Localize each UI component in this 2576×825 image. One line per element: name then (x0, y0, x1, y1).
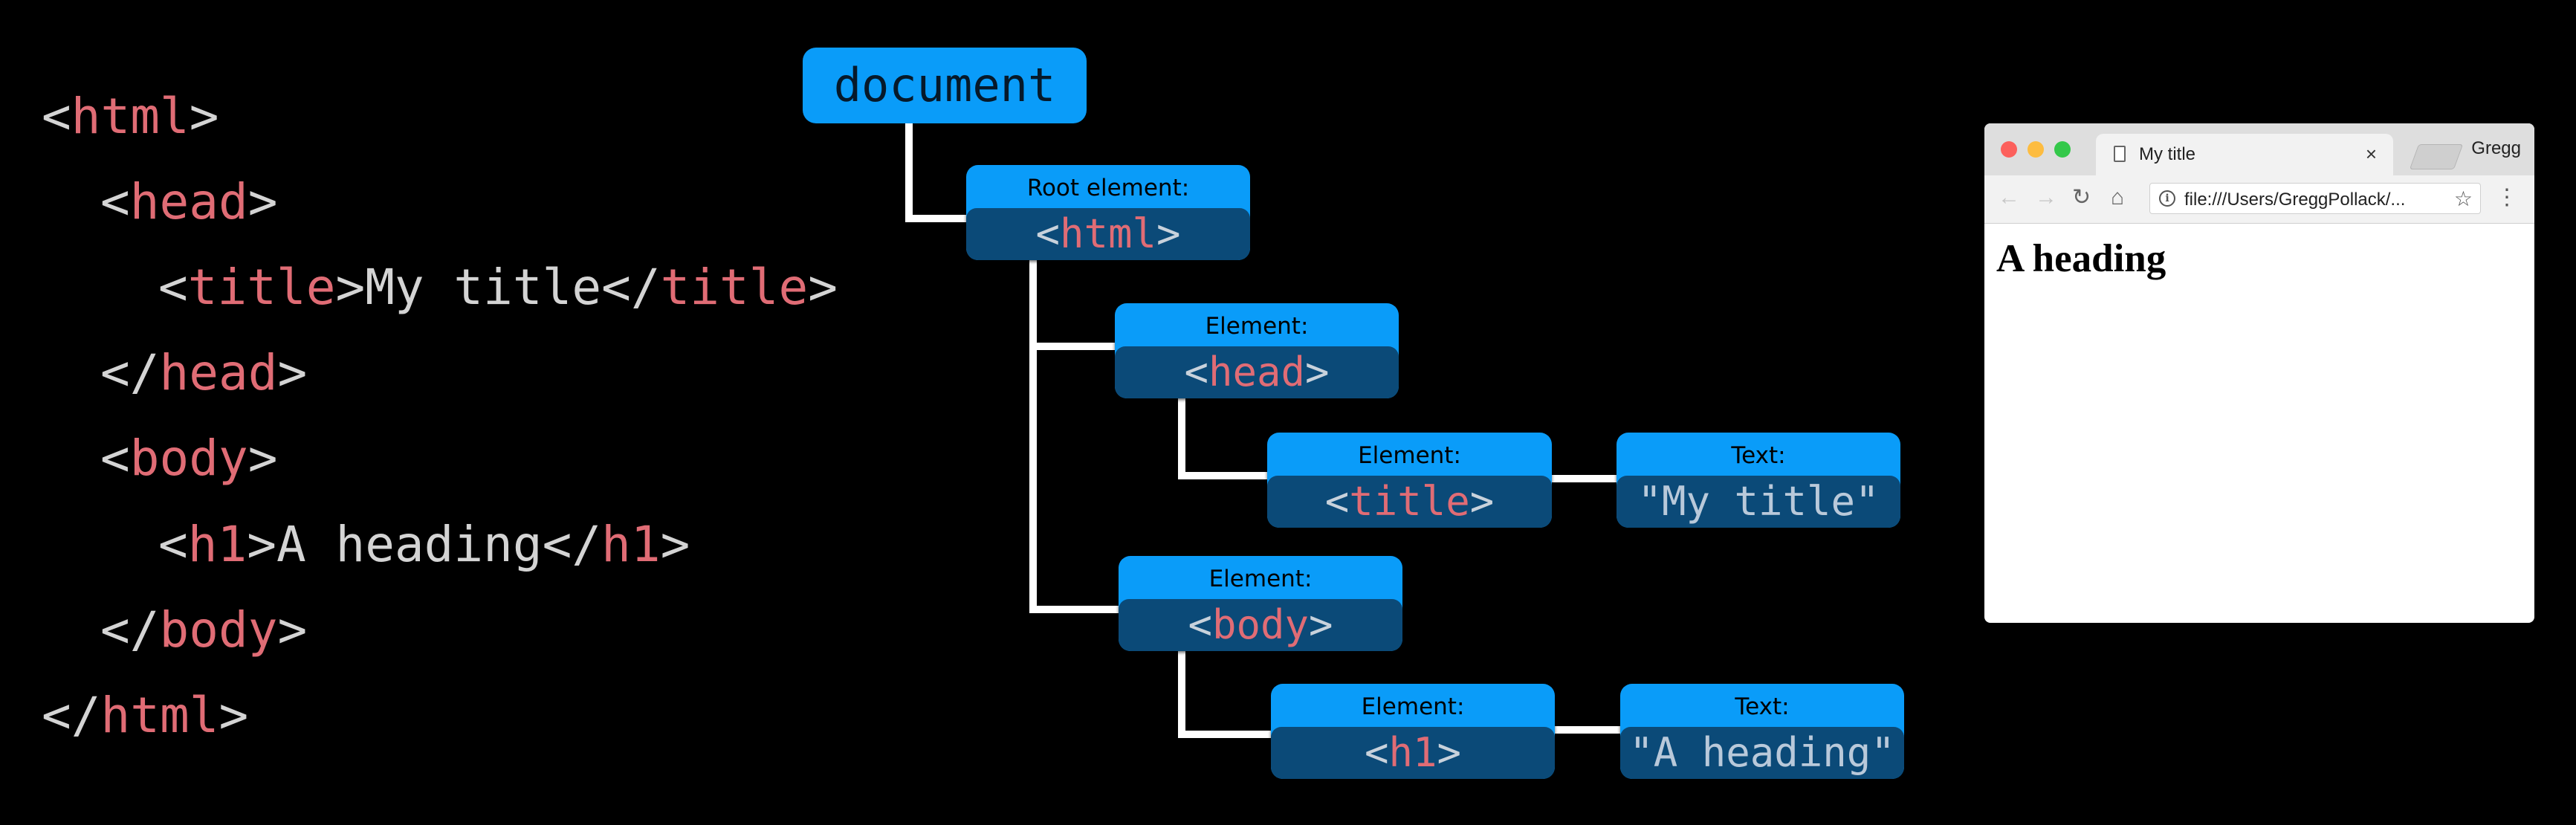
node-text-value: "My title" (1617, 476, 1900, 528)
code-line: </head> (100, 340, 307, 407)
code-token-tag: body (159, 601, 278, 659)
code-token-tag: title (660, 259, 809, 316)
title-text-node: Text: "My title" (1617, 433, 1900, 528)
connector-head-title (1178, 395, 1271, 479)
code-token-bracket: > (277, 601, 308, 659)
node-caption: Text: (1731, 442, 1786, 469)
address-bar[interactable]: i file:///Users/GreggPollack/... ☆ (2149, 183, 2481, 214)
page-heading: A heading (1996, 237, 2166, 280)
browser-tab[interactable]: My title × (2096, 134, 2393, 175)
code-token-tag: html (100, 687, 219, 744)
back-arrow-icon[interactable]: ← (1998, 185, 2020, 210)
node-tag: <h1> (1271, 727, 1555, 779)
new-tab-button[interactable] (2409, 144, 2464, 169)
code-token-bracket: > (247, 173, 278, 230)
node-caption: Root element: (1026, 175, 1190, 201)
node-caption: Element: (1361, 693, 1465, 720)
code-token-bracket: > (660, 516, 690, 573)
title-element-node: Element: <title> (1267, 433, 1552, 528)
code-line: <body> (100, 425, 277, 492)
code-token-tag: h1 (187, 516, 247, 573)
node-caption: Element: (1208, 566, 1313, 592)
page-icon (2114, 146, 2126, 162)
h1-text-node: Text: "A heading" (1620, 684, 1904, 779)
document-node: document (803, 48, 1087, 123)
code-token-tag: head (129, 173, 248, 230)
node-tag: <head> (1115, 346, 1399, 398)
node-caption: Element: (1205, 313, 1309, 340)
node-text-value: "A heading" (1620, 727, 1904, 779)
code-line: <title>My title</title> (158, 254, 838, 321)
browser-window: My title × Gregg ← → ↻ ⌂ i file:///Users… (1984, 123, 2534, 623)
node-tag: <title> (1267, 476, 1552, 528)
code-token-bracket: > (277, 344, 308, 401)
document-node-label: document (833, 58, 1056, 112)
home-icon[interactable]: ⌂ (2111, 185, 2125, 210)
code-line: <h1>A heading</h1> (158, 511, 690, 578)
code-token-tag: title (187, 259, 336, 316)
connector-html-head (1029, 256, 1119, 350)
close-window-button[interactable] (2001, 141, 2017, 158)
connector-body-h1 (1178, 647, 1275, 738)
code-token-tag: html (71, 88, 190, 145)
code-token-bracket: </ (601, 259, 661, 316)
bookmark-star-icon[interactable]: ☆ (2453, 187, 2473, 210)
url-text: file:///Users/GreggPollack/... (2184, 190, 2406, 210)
node-caption: Element: (1358, 442, 1461, 469)
code-token-tag: h1 (601, 516, 661, 573)
browser-tab-bar: My title × Gregg (1984, 123, 2534, 175)
code-line: <html> (42, 83, 219, 150)
node-tag: <body> (1119, 599, 1402, 651)
code-token-bracket: > (189, 88, 219, 145)
code-token-bracket: </ (542, 516, 602, 573)
connector-document-html (905, 120, 970, 222)
profile-name[interactable]: Gregg (2471, 138, 2521, 158)
node-caption: Text: (1735, 693, 1790, 720)
forward-arrow-icon[interactable]: → (2035, 185, 2057, 210)
code-token-tag: body (129, 430, 248, 487)
code-line: </html> (42, 682, 248, 749)
root-element-node: Root element: <html> (966, 165, 1250, 260)
minimize-window-button[interactable] (2028, 141, 2044, 158)
maximize-window-button[interactable] (2054, 141, 2071, 158)
code-token-bracket: > (247, 516, 276, 573)
code-token-bracket: </ (100, 344, 160, 401)
code-token-bracket: < (158, 516, 188, 573)
tab-close-icon[interactable]: × (2365, 143, 2377, 165)
code-token-bracket: > (335, 259, 366, 316)
code-token-tag: head (159, 344, 278, 401)
node-tag: <html> (966, 208, 1250, 260)
menu-icon[interactable]: ⋮ (2496, 185, 2518, 210)
code-token-bracket: < (100, 173, 130, 230)
connector-html-body (1029, 343, 1122, 613)
code-line: </body> (100, 597, 307, 664)
body-element-node: Element: <body> (1119, 556, 1402, 651)
head-element-node: Element: <head> (1115, 303, 1399, 398)
code-token-bracket: < (42, 88, 71, 145)
code-line: <head> (100, 169, 277, 236)
browser-toolbar: ← → ↻ ⌂ i file:///Users/GreggPollack/...… (1984, 175, 2534, 224)
tab-title: My title (2139, 144, 2196, 164)
code-token-bracket: > (219, 687, 249, 744)
code-token-text: A heading (276, 516, 543, 573)
code-token-bracket: > (247, 430, 278, 487)
info-icon[interactable]: i (2159, 190, 2175, 207)
reload-icon[interactable]: ↻ (2072, 185, 2091, 210)
code-token-bracket: </ (100, 601, 160, 659)
code-token-bracket: < (158, 259, 188, 316)
code-token-bracket: > (808, 259, 838, 316)
code-token-bracket: </ (42, 687, 101, 744)
code-token-text: My title (365, 259, 602, 316)
h1-element-node: Element: <h1> (1271, 684, 1555, 779)
code-token-bracket: < (100, 430, 130, 487)
